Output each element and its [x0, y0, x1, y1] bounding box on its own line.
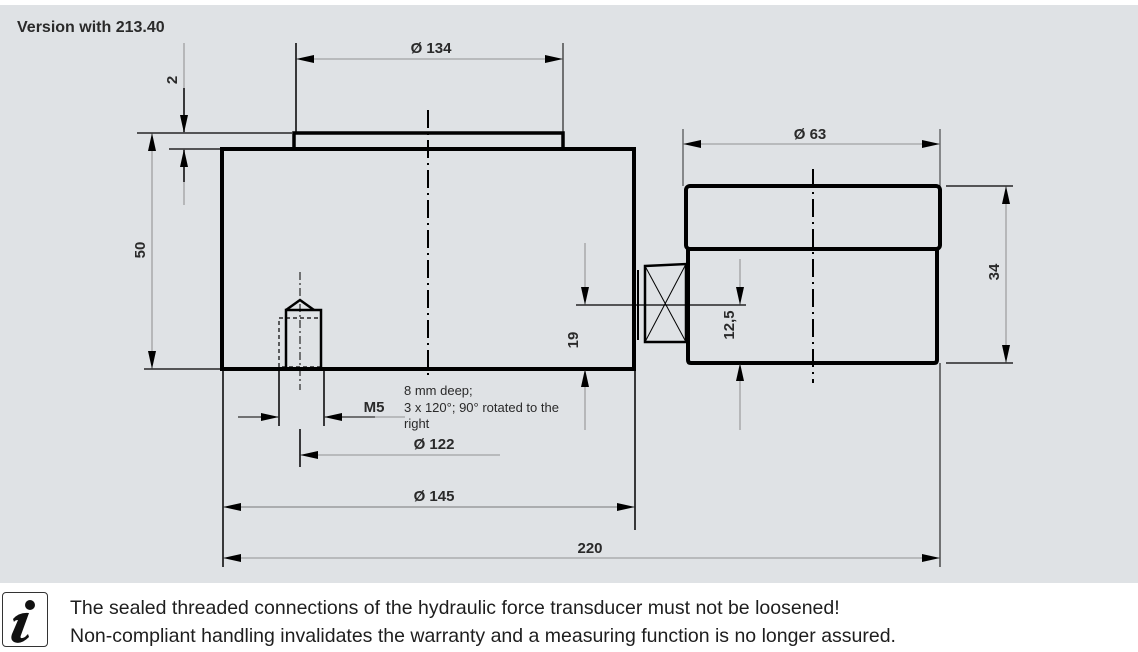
info-icon	[2, 592, 48, 647]
dim-gauge-offset: 12,5	[721, 310, 738, 339]
info-line-2: Non-compliant handling invalidates the w…	[70, 625, 896, 647]
thread-hole	[278, 272, 323, 390]
drawing-title: Version with 213.40	[17, 19, 165, 36]
dim-gauge-height: 34	[986, 263, 1003, 280]
dim-body-diameter: Ø 145	[414, 488, 455, 505]
dim-thread: M5	[364, 399, 385, 416]
dim-height: 50	[132, 242, 149, 259]
transducer-body	[220, 110, 636, 375]
thread-note-line-1: 8 mm deep;	[404, 383, 473, 398]
dim-top-step: 2	[164, 76, 181, 84]
pressure-gauge	[684, 169, 942, 383]
dim-total-length: 220	[577, 540, 602, 557]
dim-connector-height: 19	[565, 332, 582, 349]
thread-note-line-2: 3 x 120°; 90° rotated to the	[404, 400, 559, 415]
thread-note-line-3: right	[404, 416, 430, 431]
dim-top-diameter: Ø 134	[411, 40, 453, 57]
info-line-1: The sealed threaded connections of the h…	[70, 597, 840, 619]
info-message: The sealed threaded connections of the h…	[70, 594, 896, 650]
drawing-panel	[0, 5, 1138, 583]
dim-gauge-diameter: Ø 63	[794, 126, 827, 143]
dimension-lines	[137, 43, 1013, 567]
dim-bolt-circle: Ø 122	[414, 436, 455, 453]
